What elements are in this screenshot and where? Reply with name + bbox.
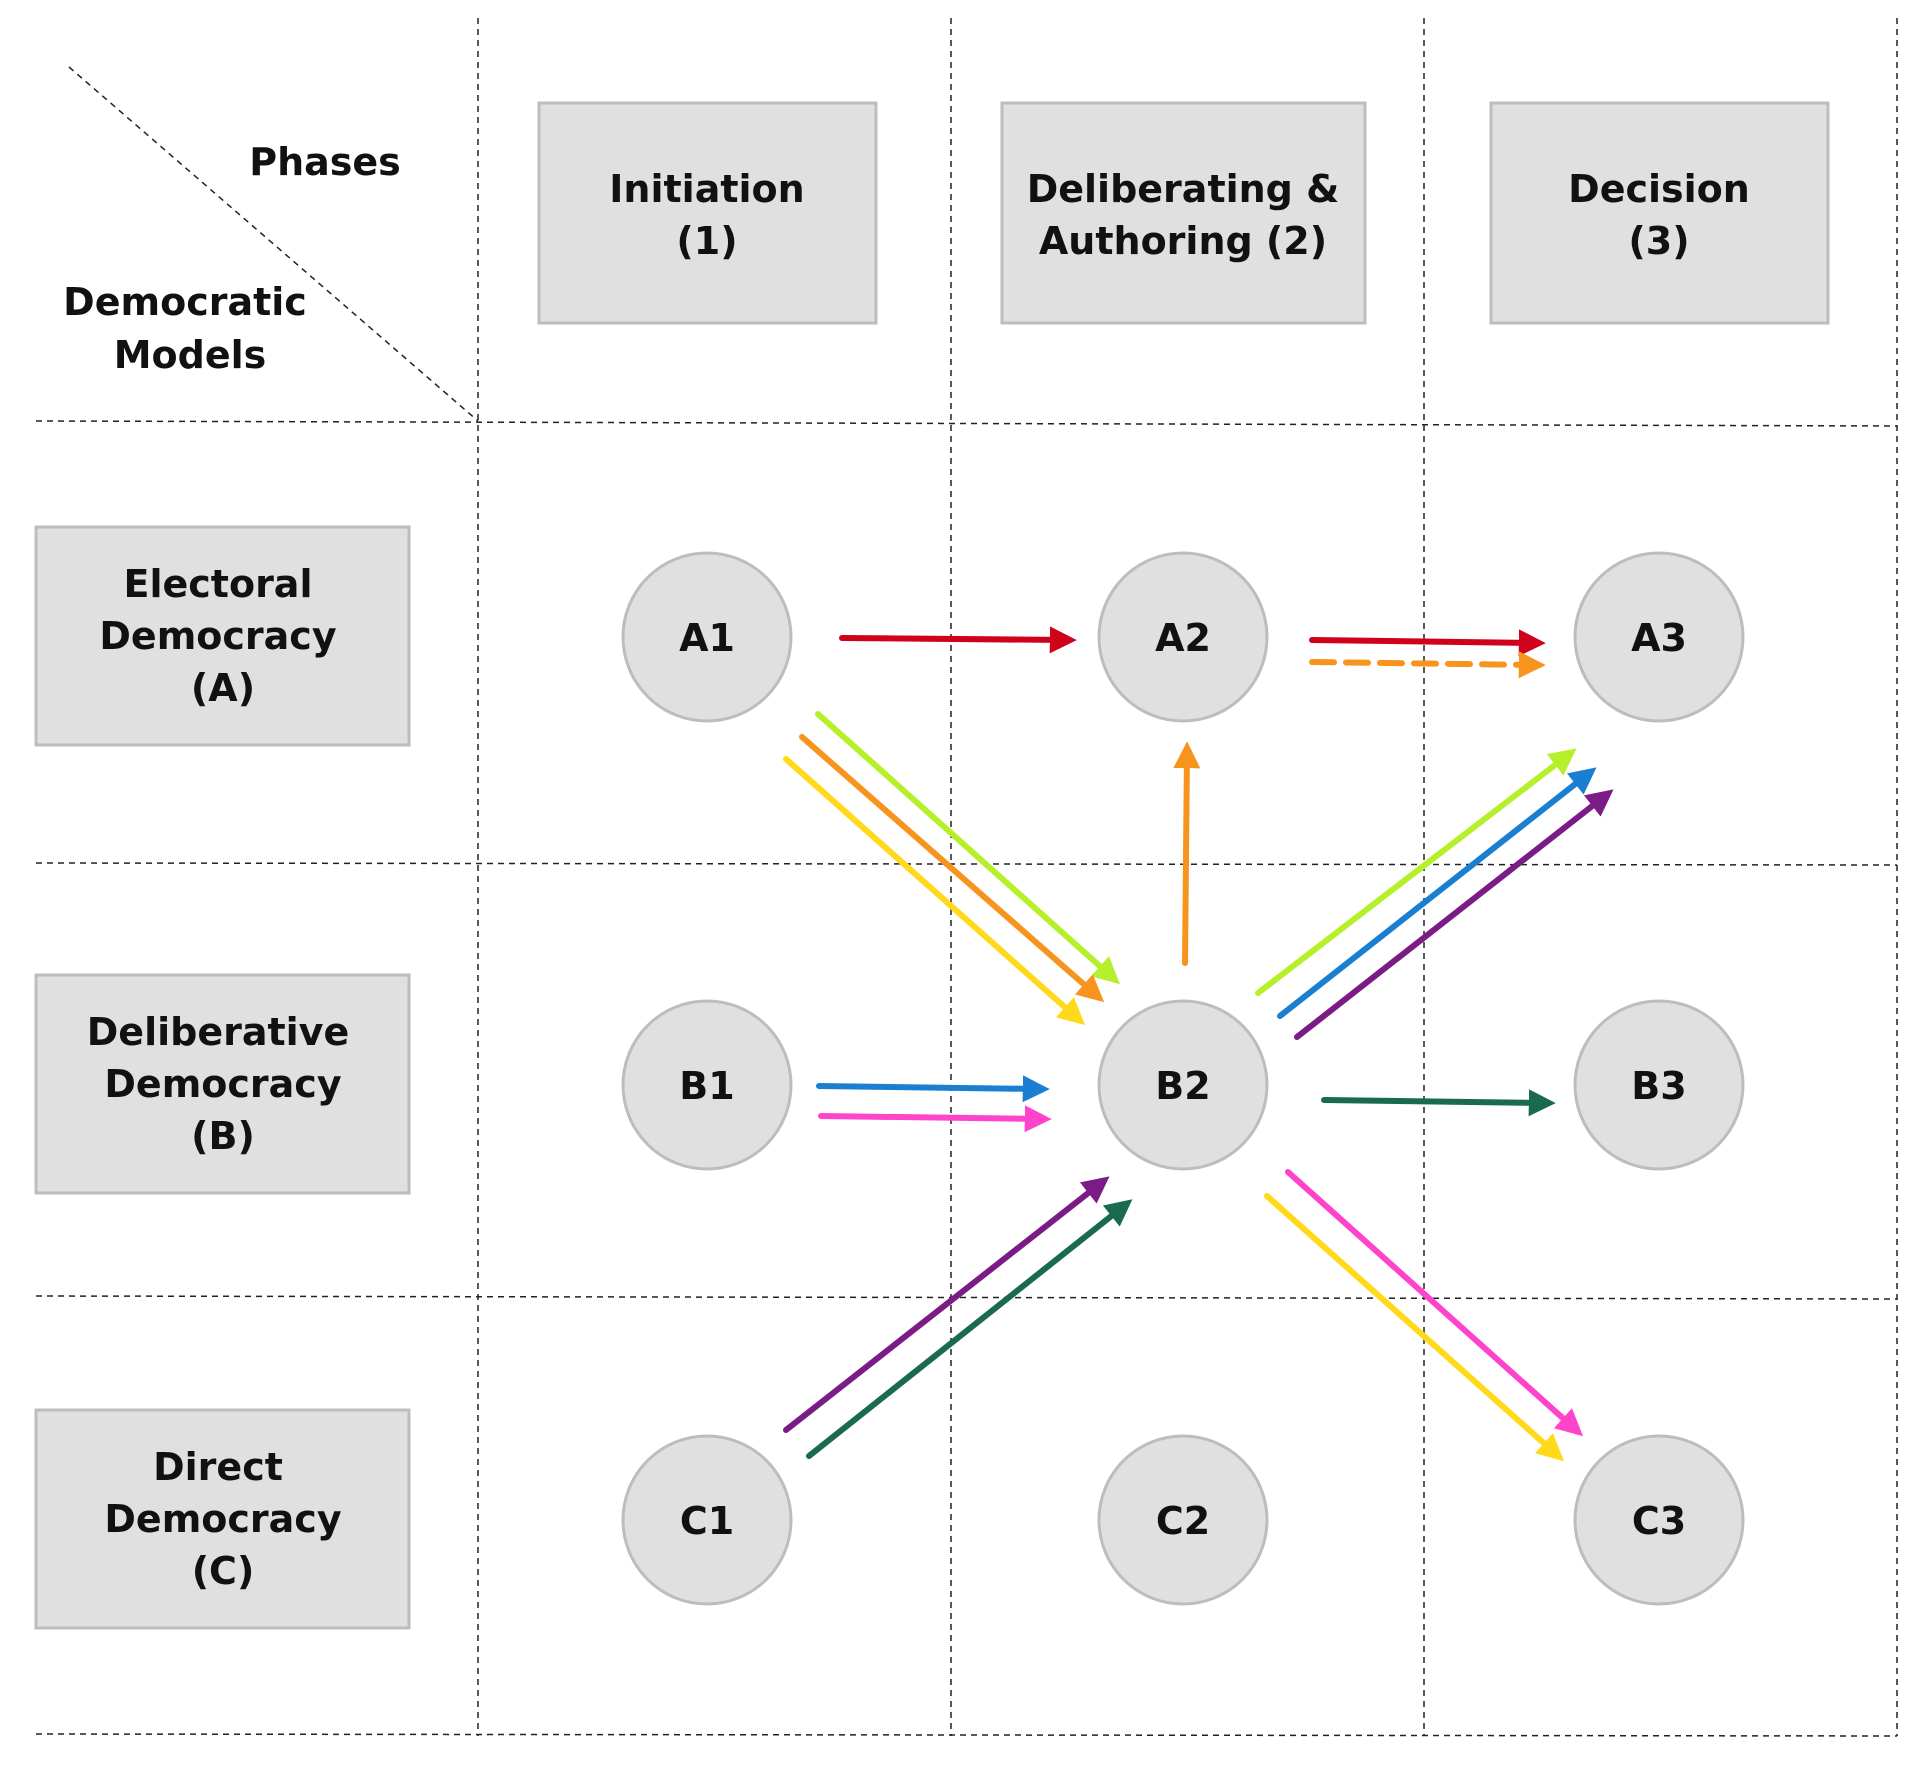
model-electoral-line3: (A) [191,666,255,710]
arrow-a1-b2-orange [799,734,1105,1003]
arrow-b2-c3-yellow [1264,1193,1565,1462]
models-label-line2: Models [114,333,267,377]
arrow-b1-b2-blue [816,1075,1050,1103]
corner-diagonal [68,66,479,422]
arrow-a2-a3-orange-dashed [1309,651,1546,679]
grid-row-line-4 [35,1733,1898,1737]
model-electoral: Electoral Democracy (A) [34,525,411,747]
model-deliberative-line1: Deliberative [87,1010,349,1054]
node-b1-label: B1 [679,1064,734,1108]
model-electoral-line2: Democracy [99,614,336,658]
node-a3: A3 [1573,551,1745,723]
model-box-deliberative [34,973,411,1195]
arrow-a1-a2-red [839,626,1077,654]
model-direct-line1: Direct [153,1445,283,1489]
arrow-b2-a3-purple [1294,789,1614,1040]
arrow-b1-b2-pink [818,1105,1052,1133]
model-box-direct [34,1408,411,1630]
model-deliberative-line3: (B) [191,1114,255,1158]
model-deliberative: Deliberative Democracy (B) [34,973,411,1195]
node-a2: A2 [1097,551,1269,723]
phase-deliberating-line1: Deliberating & [1027,167,1340,211]
arrow-b2-b3-darkgreen [1321,1089,1556,1117]
grid-row-line-1 [35,420,1898,427]
model-direct-line3: (C) [192,1549,255,1593]
node-b3: B3 [1573,999,1745,1171]
phase-box-decision [1489,101,1830,325]
arrow-b2-c3-pink [1285,1169,1584,1437]
node-b2-label: B2 [1155,1064,1210,1108]
node-c2-label: C2 [1156,1499,1210,1543]
phase-box-deliberating [1000,101,1367,325]
nodes: A1 A2 A3 B1 B2 B3 C1 C2 [621,551,1745,1606]
node-a2-label: A2 [1155,616,1211,660]
arrow-c1-b2-darkgreen [806,1199,1133,1459]
grid [35,18,1898,1737]
arrow-b2-a3-blue [1277,767,1597,1019]
arrow-b2-a2-orange [1173,741,1201,966]
node-b2: B2 [1097,999,1269,1171]
arrow-c1-b2-purple [783,1176,1110,1433]
phase-header-deliberating: Deliberating & Authoring (2) [1000,101,1367,325]
node-a3-label: A3 [1631,616,1687,660]
node-c3-label: C3 [1632,1499,1686,1543]
node-b3-label: B3 [1631,1064,1686,1108]
model-deliberative-line2: Democracy [104,1062,341,1106]
model-direct-line2: Democracy [104,1497,341,1541]
phase-decision-line1: Decision [1568,167,1750,211]
node-c3: C3 [1573,1434,1745,1606]
arrow-b2-a3-lime [1255,748,1577,996]
arrow-a1-b2-yellow [783,756,1086,1026]
phase-initiation-line1: Initiation [609,167,804,211]
grid-row-line-2 [35,862,1898,866]
phase-header-decision: Decision (3) [1489,101,1830,325]
models-label-line1: Democratic [63,280,307,324]
arrows [783,626,1614,1462]
phase-box-initiation [537,101,878,325]
node-a1-label: A1 [679,616,735,660]
node-c2: C2 [1097,1434,1269,1606]
phase-header-initiation: Initiation (1) [537,101,878,325]
model-direct: Direct Democracy (C) [34,1408,411,1630]
node-c1-label: C1 [680,1499,734,1543]
phase-initiation-line2: (1) [676,219,737,263]
arrow-a2-a3-red [1309,629,1546,657]
node-b1: B1 [621,999,793,1171]
node-a1: A1 [621,551,793,723]
corner-header: Phases Democratic Models [63,140,401,377]
node-c1: C1 [621,1434,793,1606]
phase-decision-line2: (3) [1628,219,1689,263]
grid-row-line-3 [35,1295,1898,1300]
phases-label: Phases [249,140,401,184]
phase-deliberating-line2: Authoring (2) [1039,219,1327,263]
model-electoral-line1: Electoral [124,562,313,606]
arrow-a1-b2-lime [815,711,1121,985]
model-box-electoral [34,525,411,747]
